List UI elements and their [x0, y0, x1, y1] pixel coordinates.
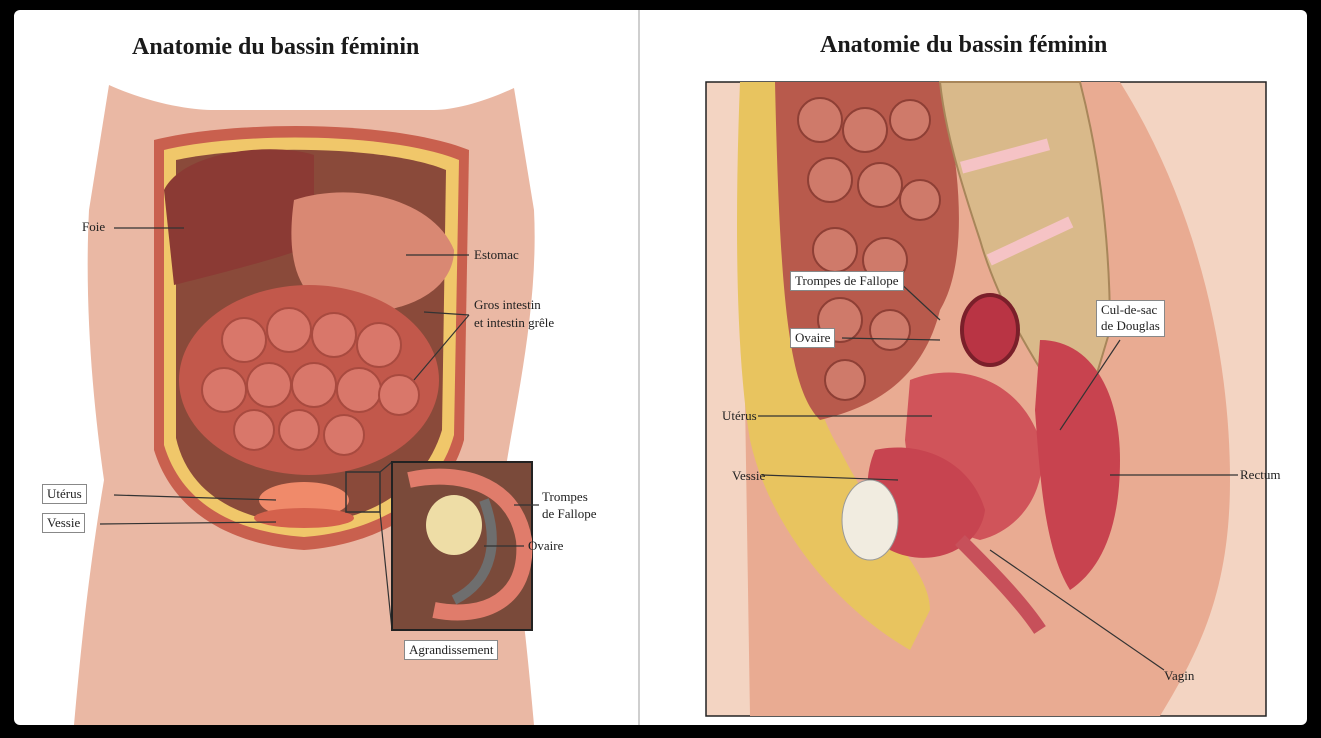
pubic-bone [842, 480, 898, 560]
label-cul-de-sac: Cul-de-sac de Douglas [1096, 300, 1165, 337]
label-vagin: Vagin [1164, 668, 1194, 684]
label-ovaire-left: Ovaire [528, 538, 563, 554]
label-intestin-grele: et intestin grêle [474, 315, 554, 331]
label-foie: Foie [82, 219, 105, 235]
label-gros-intestin: Gros intestin [474, 297, 541, 313]
label-estomac: Estomac [474, 247, 519, 263]
label-cul-de-sac-line1: Cul-de-sac [1101, 302, 1160, 318]
label-trompes-right: Trompes de Fallope [790, 271, 904, 291]
label-uterus-left: Utérus [42, 484, 87, 504]
label-trompes-line1: Trompes [542, 489, 588, 505]
label-cul-de-sac-line2: de Douglas [1101, 318, 1160, 334]
front-anatomy-illustration [14, 10, 638, 725]
label-uterus-right: Utérus [722, 408, 757, 424]
image-frame: Anatomie du bassin féminin [14, 10, 1307, 725]
label-agrandissement: Agrandissement [404, 640, 498, 660]
label-vessie-right: Vessie [732, 468, 765, 484]
sagittal-anatomy-illustration [640, 10, 1307, 725]
label-vessie-left: Vessie [42, 513, 85, 533]
upper-colon [962, 295, 1018, 365]
label-ovaire-right: Ovaire [790, 328, 835, 348]
label-rectum: Rectum [1240, 467, 1280, 483]
bladder-shape [254, 508, 354, 528]
zoom-ovary [426, 495, 482, 555]
label-trompes-line2: de Fallope [542, 506, 597, 522]
